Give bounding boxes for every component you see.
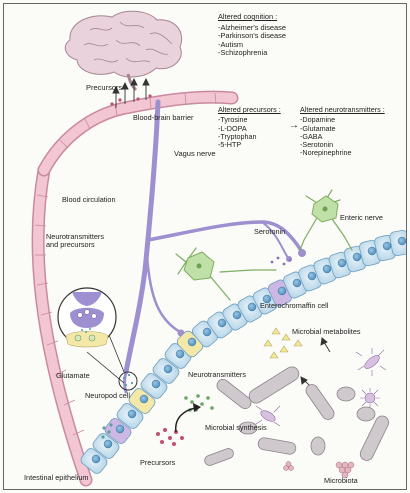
intestinal-epithelium-label: Intestinal epithelium (24, 474, 89, 482)
brain-illustration (65, 11, 181, 90)
right-arrow-icon: → (289, 120, 299, 132)
neurotransmitters-precursors-line2: and precursors (46, 241, 104, 249)
enteric-nerve-label: Enteric nerve (340, 214, 383, 222)
microbiota-cluster (203, 364, 391, 467)
glutamate-label: Glutamate (56, 372, 90, 380)
vagus-nerve-label: Vagus nerve (174, 150, 216, 159)
altered-neurotransmitters-box: Altered neurotransmitters : -Dopamine -G… (300, 106, 385, 158)
altered-cognition-title: Altered cognition : (218, 13, 286, 22)
microbial-metabolites-label: Microbial metabolites (292, 328, 361, 336)
altered-neurotransmitters-title: Altered neurotransmitters : (300, 106, 385, 114)
altered-precursors-title: Altered precursors : (218, 106, 281, 114)
microbiota-label: Microbiota (324, 477, 358, 485)
precursor-dots (156, 428, 184, 446)
neurotransmitters-label: Neurotransmitters (188, 371, 246, 379)
altered-precursors-item: -5-HTP (218, 141, 281, 149)
microbial-synthesis-label: Microbial synthesis (205, 424, 267, 432)
neuropod-cell-label: Neuropod cell (85, 392, 130, 400)
precursors-bottom-label: Precursors (140, 459, 175, 467)
altered-cognition-box: Altered cognition : -Alzheimer's disease… (218, 13, 286, 58)
precursors-top-label: Precursors (86, 84, 122, 93)
neurotransmitters-and-precursors-label: Neurotransmitters and precursors (46, 233, 104, 250)
neurotransmitter-dots (184, 394, 214, 412)
altered-cognition-item: -Schizophrenia (218, 49, 286, 58)
altered-neurotransmitters-item: -Norepinephrine (300, 149, 385, 157)
serotonin-label: Serotonin (254, 228, 285, 236)
altered-precursors-box: Altered precursors : -Tyrosine -L-DOPA -… (218, 106, 281, 149)
enterochromaffin-cell-label: Enterochromaffin cell (260, 302, 328, 310)
blood-brain-barrier-label: Blood-brain barrier (133, 114, 193, 122)
blood-circulation-label: Blood circulation (62, 196, 116, 204)
